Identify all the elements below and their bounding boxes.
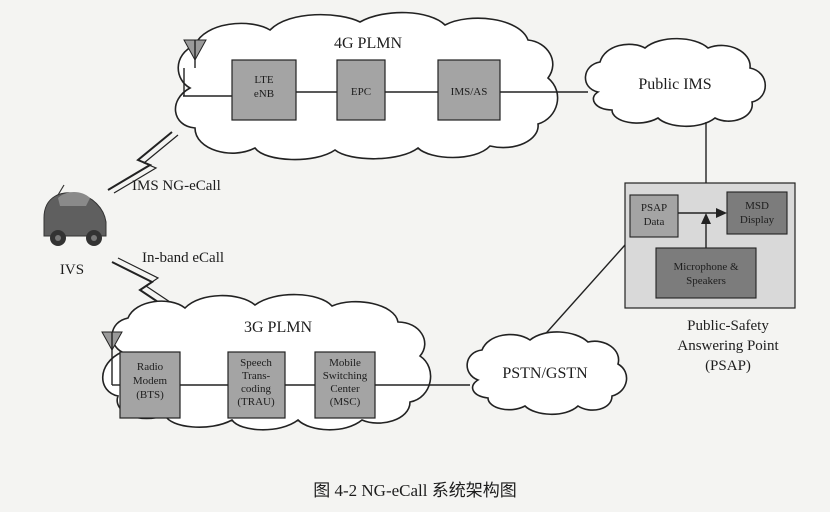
box-microphone-speakers: Microphone & Speakers <box>655 247 757 299</box>
car-icon <box>43 184 107 246</box>
box-speech-line-3: coding <box>241 383 271 395</box>
box-psap-data-line-2: Data <box>644 216 665 228</box>
cloud-3g-plmn-title: 3G PLMN <box>244 319 312 336</box>
psap-label-line-1: Public-Safety <box>687 318 769 334</box>
box-psap-data-line-1: PSAP <box>641 202 667 214</box>
box-mic-line-1: Microphone & <box>673 261 739 273</box>
cloud-pstn-gstn: PSTN/GSTN <box>466 331 628 416</box>
box-speech-transcoding: Speech Trans- coding (TRAU) <box>227 351 286 419</box>
psap-label-line-3: (PSAP) <box>705 358 751 374</box>
box-mobile-switching-center: Mobile Switching Center (MSC) <box>314 351 376 419</box>
box-radio-line-2: Modem <box>133 375 168 387</box>
box-lte-line-2: eNB <box>254 88 274 100</box>
box-msc-line-1: Mobile <box>329 357 361 369</box>
box-msd-display: MSD Display <box>726 191 788 235</box>
box-imsas-label: IMS/AS <box>451 86 488 98</box>
psap-label-line-2: Answering Point <box>677 338 779 354</box>
ivs-label: IVS <box>60 262 84 278</box>
cloud-pstn-title: PSTN/GSTN <box>502 365 588 382</box>
box-msc-line-4: (MSC) <box>330 396 361 408</box>
box-speech-line-1: Speech <box>240 357 272 369</box>
box-psap-data: PSAP Data <box>629 194 679 238</box>
box-mic-line-2: Speakers <box>686 275 726 287</box>
box-radio-line-1: Radio <box>137 361 164 373</box>
box-lte-line-1: LTE <box>254 74 273 86</box>
cloud-public-ims-title: Public IMS <box>638 76 711 93</box>
box-msc-line-2: Switching <box>323 370 368 382</box>
box-msd-line-2: Display <box>740 214 775 226</box>
cloud-public-ims: Public IMS <box>584 37 766 128</box>
box-speech-line-4: (TRAU) <box>237 396 275 408</box>
box-msd-line-1: MSD <box>745 200 769 212</box>
box-speech-line-2: Trans- <box>242 370 271 382</box>
box-epc-label: EPC <box>351 86 371 98</box>
arrow-up-icon <box>701 213 711 224</box>
link-label-ims-ngecall: IMS NG-eCall <box>132 178 221 194</box>
box-epc: EPC <box>336 59 386 121</box>
lightning-icon <box>107 131 179 194</box>
cloud-4g-plmn-title: 4G PLMN <box>334 35 402 52</box>
psap-panel: PSAP Data MSD Display Microphone & Speak… <box>624 182 796 309</box>
box-msc-line-3: Center <box>330 383 360 395</box>
box-radio-line-3: (BTS) <box>136 389 164 401</box>
psap-label: Public-Safety Answering Point (PSAP) <box>677 318 779 374</box>
antenna-icon <box>101 331 123 385</box>
box-ims-as: IMS/AS <box>437 59 501 121</box>
arrow-right-icon <box>716 208 727 218</box>
box-radio-modem: Radio Modem (BTS) <box>119 351 181 419</box>
box-lte-enb: LTE eNB <box>231 59 297 121</box>
figure-caption: 图 4-2 NG-eCall 系统架构图 <box>313 481 517 500</box>
antenna-icon <box>183 39 207 96</box>
link-label-inband-ecall: In-band eCall <box>142 250 224 266</box>
